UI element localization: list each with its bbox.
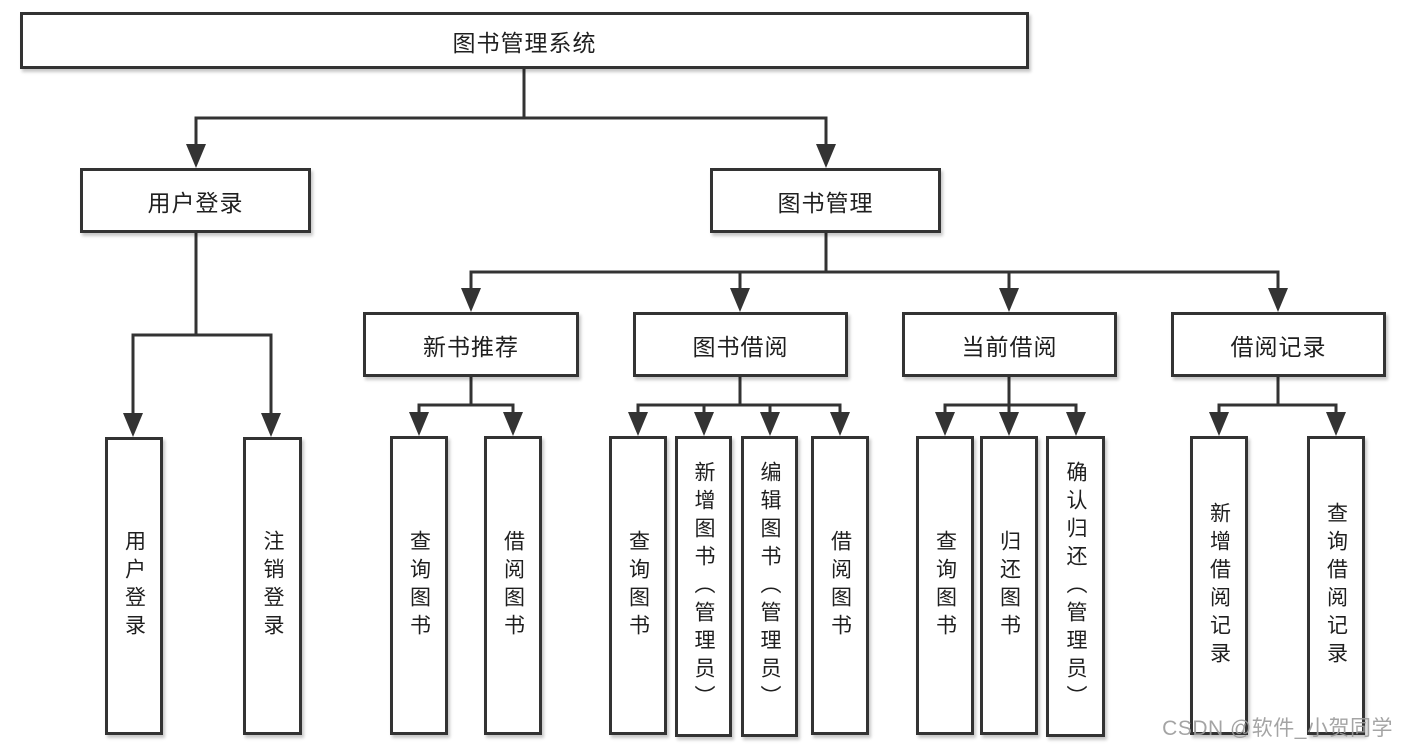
arrowhead [694, 412, 714, 436]
arrowhead [760, 412, 780, 436]
arrowhead [186, 144, 206, 168]
arrowhead [123, 413, 143, 437]
arrowhead [628, 412, 648, 436]
node-query-books-3: 查询图书 [916, 436, 974, 735]
node-logout: 注销登录 [243, 437, 302, 735]
node-label: 查询图书 [933, 529, 957, 642]
node-query-books-2: 查询图书 [609, 436, 667, 735]
arrowhead [935, 412, 955, 436]
node-label: 新增借阅记录 [1207, 501, 1231, 670]
arrowhead [1209, 412, 1229, 436]
node-label: 用户登录 [122, 530, 146, 642]
arrowhead [816, 144, 836, 168]
csdn-watermark: CSDN @软件_小贺同学 [1162, 717, 1393, 740]
node-label: 编辑图书（管理员） [758, 460, 781, 713]
node-root-system: 图书管理系统 [20, 12, 1029, 69]
node-borrow-books-2: 借阅图书 [811, 436, 869, 735]
node-label: 图书管理 [777, 189, 874, 216]
node-current-borrow: 当前借阅 [902, 312, 1117, 377]
node-label: 查询图书 [407, 529, 431, 642]
arrowhead [261, 413, 281, 437]
arrowhead [1066, 412, 1086, 436]
arrowhead [999, 412, 1019, 436]
node-user-login-leaf: 用户登录 [105, 437, 163, 735]
arrowhead [830, 412, 850, 436]
arrowhead [1268, 288, 1288, 312]
node-label: 查询借阅记录 [1324, 501, 1348, 670]
node-add-book-admin: 新增图书（管理员） [675, 436, 732, 737]
node-confirm-return-admin: 确认归还（管理员） [1046, 436, 1105, 737]
node-label: 图书管理系统 [452, 29, 597, 56]
node-label: 借阅记录 [1230, 333, 1327, 360]
arrowhead [1326, 412, 1346, 436]
arrowheads [123, 144, 1346, 437]
node-label: 当前借阅 [961, 333, 1058, 360]
arrowhead [730, 288, 750, 312]
node-query-borrow-record: 查询借阅记录 [1307, 436, 1365, 735]
node-label: 新书推荐 [423, 333, 519, 360]
arrowhead [409, 412, 429, 436]
node-edit-book-admin: 编辑图书（管理员） [741, 436, 798, 737]
node-book-borrow: 图书借阅 [633, 312, 848, 377]
arrowhead [999, 288, 1019, 312]
arrowhead [503, 412, 523, 436]
node-label: 新增图书（管理员） [692, 460, 715, 713]
node-label: 查询图书 [626, 529, 650, 642]
node-return-book: 归还图书 [980, 436, 1038, 735]
node-borrow-books-1: 借阅图书 [484, 436, 542, 735]
node-label: 借阅图书 [501, 529, 525, 642]
arrowhead [461, 288, 481, 312]
node-label: 归还图书 [997, 529, 1021, 642]
node-query-books-1: 查询图书 [390, 436, 448, 735]
node-book-management: 图书管理 [710, 168, 941, 233]
node-new-book-recommend: 新书推荐 [363, 312, 579, 377]
node-borrow-records: 借阅记录 [1171, 312, 1386, 377]
node-label: 借阅图书 [828, 529, 852, 642]
node-label: 注销登录 [261, 530, 284, 642]
node-label: 用户登录 [147, 189, 244, 216]
node-label: 图书借阅 [692, 333, 789, 360]
node-label: 确认归还（管理员） [1064, 460, 1087, 713]
node-user-login: 用户登录 [80, 168, 311, 233]
node-add-borrow-record: 新增借阅记录 [1190, 436, 1248, 735]
